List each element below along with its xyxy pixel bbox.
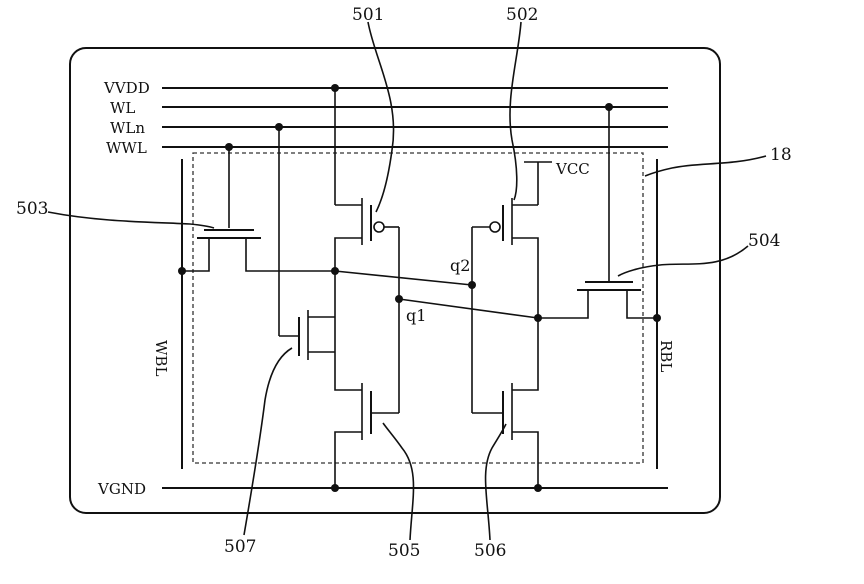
t502-gate-bubble — [489, 221, 501, 233]
cell-boundary-dashed — [192, 152, 644, 464]
junction-dot — [178, 267, 186, 275]
cross-couple-q1 — [398, 298, 539, 319]
t503-source-drain — [182, 238, 335, 272]
leader-501 — [367, 21, 395, 213]
ref-506: 506 — [474, 541, 506, 561]
wbl-label: WBL — [152, 340, 170, 376]
rbl-label: RBL — [657, 340, 675, 372]
wl-label: WL — [110, 99, 135, 117]
leader-505 — [382, 422, 415, 541]
junction-dot — [225, 143, 233, 151]
junction-dot — [534, 484, 542, 492]
leader-18 — [644, 155, 767, 177]
ref-501: 501 — [352, 5, 384, 25]
vgnd-label: VGND — [97, 480, 146, 498]
leader-504 — [617, 245, 749, 277]
q1-label: q1 — [406, 306, 426, 325]
t505-body — [334, 271, 363, 488]
t502-vcc — [524, 161, 552, 205]
ref-18: 18 — [770, 145, 792, 165]
junction-dot — [275, 123, 283, 131]
junction-dot — [605, 103, 613, 111]
vvdd-label: VVDD — [103, 79, 150, 97]
leader-502 — [509, 21, 522, 201]
vcc-label: VCC — [555, 160, 590, 178]
outer-frame — [69, 47, 721, 514]
wwl-label: WWL — [106, 139, 147, 157]
q2-label: q2 — [450, 256, 470, 275]
t507-body — [307, 310, 335, 360]
ref-503: 503 — [16, 199, 48, 219]
wln-label: WLn — [110, 119, 145, 137]
junction-dot — [331, 267, 339, 275]
t501-body — [334, 198, 363, 271]
junction-dot — [331, 84, 339, 92]
t506-body — [511, 318, 539, 488]
junction-dot — [653, 314, 661, 322]
junction-dot — [395, 295, 403, 303]
leader-503 — [47, 211, 215, 229]
ref-502: 502 — [506, 5, 538, 25]
junction-dot — [468, 281, 476, 289]
leader-506 — [484, 423, 507, 541]
junction-dot — [534, 314, 542, 322]
t504-source-drain — [538, 290, 657, 319]
ref-507: 507 — [224, 537, 256, 557]
t501-gate-bubble — [373, 221, 385, 233]
ref-504: 504 — [748, 231, 780, 251]
cross-couple-q2 — [334, 270, 473, 286]
ref-505: 505 — [388, 541, 420, 561]
t502-body — [511, 198, 539, 318]
junction-dot — [331, 484, 339, 492]
leader-507 — [243, 347, 293, 536]
